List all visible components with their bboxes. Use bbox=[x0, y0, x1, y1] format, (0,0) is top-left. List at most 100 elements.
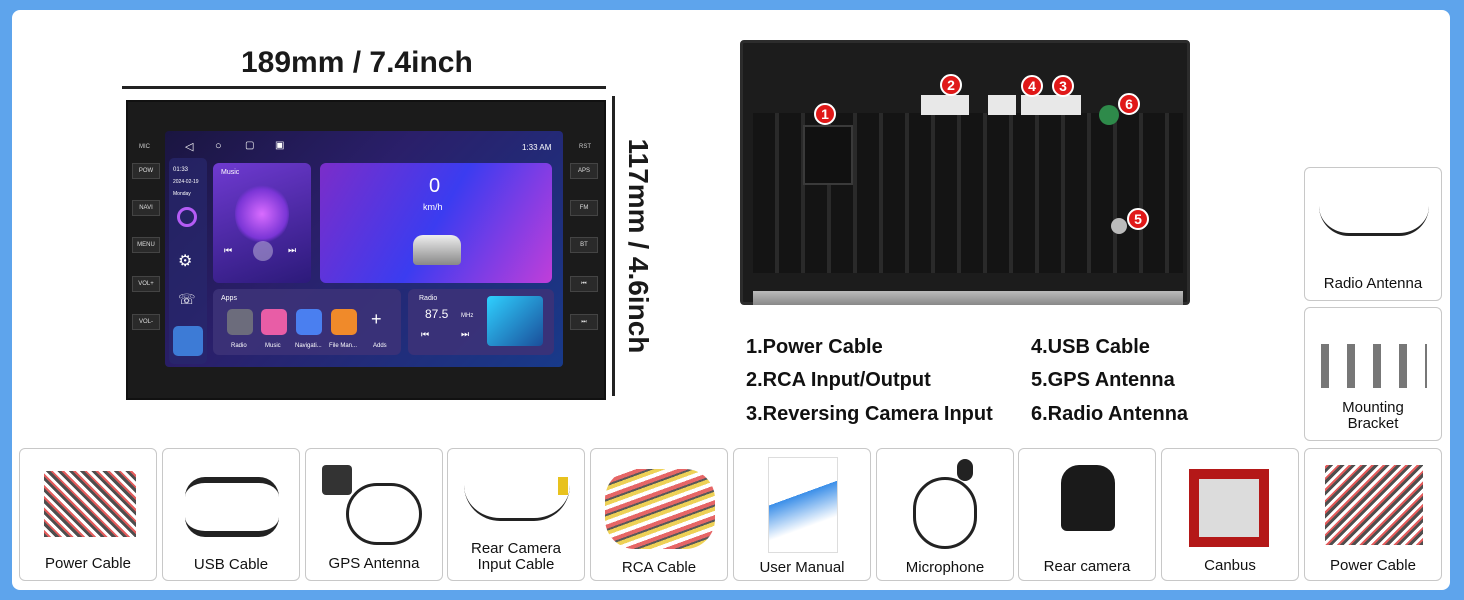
user-manual-image bbox=[768, 457, 838, 553]
accessory-label-power-cable-2: Power Cable bbox=[1330, 557, 1416, 574]
accessory-card-gps-antenna: GPS Antenna bbox=[305, 448, 443, 581]
music-app-icon[interactable] bbox=[261, 309, 287, 335]
microphone-image bbox=[957, 459, 973, 481]
camera-connector bbox=[1021, 95, 1081, 115]
port-badge-4: 4 bbox=[1021, 75, 1043, 97]
rear-camera-image bbox=[1061, 465, 1115, 531]
width-dimension-label: 189mm / 7.4inch bbox=[241, 46, 473, 79]
port-badge-5: 5 bbox=[1127, 208, 1149, 230]
radio-next-icon[interactable]: ⏭ bbox=[461, 329, 470, 339]
app-label-navigation: Navigati... bbox=[295, 343, 322, 349]
port-badge-6: 6 bbox=[1118, 93, 1140, 115]
legend-rca: 2.RCA Input/Output bbox=[746, 369, 931, 391]
gps-antenna-image bbox=[322, 465, 352, 495]
speed-unit: km/h bbox=[423, 202, 443, 212]
radio-visual bbox=[487, 296, 543, 346]
add-app-icon[interactable]: + bbox=[371, 309, 382, 329]
gps-port bbox=[1111, 218, 1127, 234]
side-date: 2024-02-19 bbox=[173, 179, 199, 185]
accessory-label-rear-camera-input-cable: Rear Camera Input Cable bbox=[470, 540, 562, 573]
accessory-label-gps-antenna: GPS Antenna bbox=[328, 555, 420, 572]
back-icon[interactable]: ◁ bbox=[185, 141, 194, 153]
accessory-card-rca-cable: RCA Cable bbox=[590, 448, 728, 581]
accessory-card-mounting-bracket: Mounting Bracket bbox=[1304, 307, 1442, 441]
accessory-label-user-manual: User Manual bbox=[759, 559, 845, 576]
power-cable-image bbox=[44, 471, 136, 537]
navigation-app-icon[interactable] bbox=[296, 309, 322, 335]
rear-bottom-plate bbox=[753, 291, 1183, 305]
app-label-radio: Radio bbox=[231, 343, 247, 349]
usb-cable-image bbox=[185, 477, 279, 537]
radio-antenna-image bbox=[1319, 206, 1429, 236]
microphone-cable-image bbox=[913, 477, 977, 549]
power-connector bbox=[803, 125, 853, 185]
legend-radio-antenna: 6.Radio Antenna bbox=[1031, 403, 1189, 425]
accessory-card-rear-camera-input-cable: Rear Camera Input Cable bbox=[447, 448, 585, 581]
yellow-rca-plug bbox=[558, 477, 568, 495]
port-badge-3: 3 bbox=[1052, 75, 1074, 97]
accessory-card-usb-cable: USB Cable bbox=[162, 448, 300, 581]
prev-track-button[interactable]: ⏮ bbox=[570, 276, 598, 292]
music-title: Music bbox=[221, 169, 240, 176]
height-dimension-label: 117mm / 4.6inch bbox=[623, 138, 654, 354]
accessory-card-power-cable-2: Power Cable bbox=[1304, 448, 1442, 581]
fm-button[interactable]: FM bbox=[570, 200, 598, 216]
music-next-icon[interactable]: ⏭ bbox=[288, 245, 297, 255]
accessory-card-microphone: Microphone bbox=[876, 448, 1014, 581]
screenshot-icon[interactable]: ▣ bbox=[275, 140, 285, 151]
home-icon[interactable]: ○ bbox=[215, 140, 222, 152]
music-prev-icon[interactable]: ⏮ bbox=[224, 245, 233, 255]
height-dimension-line bbox=[612, 96, 615, 396]
radio-prev-icon[interactable]: ⏮ bbox=[421, 329, 430, 339]
guitar-art bbox=[235, 183, 289, 245]
radio-app-icon[interactable] bbox=[227, 309, 253, 335]
map-icon[interactable] bbox=[173, 326, 203, 356]
accessory-card-user-manual: User Manual bbox=[733, 448, 871, 581]
accessory-label-canbus: Canbus bbox=[1204, 557, 1256, 574]
accessory-card-power-cable: Power Cable bbox=[19, 448, 157, 581]
radio-title: Radio bbox=[419, 295, 438, 302]
accessory-card-radio-antenna: Radio Antenna bbox=[1304, 167, 1442, 301]
side-day: Monday bbox=[173, 191, 191, 197]
camera-input-cable-image bbox=[464, 485, 570, 521]
navi-button[interactable]: NAVI bbox=[132, 200, 160, 216]
rst-label: RST bbox=[579, 144, 591, 150]
radio-antenna-port bbox=[1099, 105, 1119, 125]
accessory-card-rear-camera: Rear camera bbox=[1018, 448, 1156, 581]
speed-value: 0 bbox=[429, 175, 441, 197]
width-dimension-line bbox=[122, 86, 606, 89]
rca-cable-image bbox=[605, 469, 715, 549]
accessory-label-microphone: Microphone bbox=[905, 559, 985, 576]
assistant-icon[interactable] bbox=[177, 207, 197, 227]
accessory-label-rear-camera: Rear camera bbox=[1043, 558, 1131, 575]
legend-gps: 5.GPS Antenna bbox=[1031, 369, 1175, 391]
aps-button[interactable]: APS bbox=[570, 163, 598, 179]
accessory-label-radio-antenna: Radio Antenna bbox=[1323, 275, 1423, 292]
head-unit-rear bbox=[740, 40, 1190, 305]
mic-label: MIC bbox=[139, 144, 150, 150]
menu-button[interactable]: MENU bbox=[132, 237, 160, 253]
accessory-card-canbus: Canbus bbox=[1161, 448, 1299, 581]
accessory-label-power-cable-1: Power Cable bbox=[45, 555, 131, 572]
file-manager-app-icon[interactable] bbox=[331, 309, 357, 335]
app-label-music: Music bbox=[265, 343, 281, 349]
app-label-file-manager: File Man... bbox=[329, 343, 358, 349]
usb-connector bbox=[988, 95, 1016, 115]
canbus-image bbox=[1189, 469, 1269, 547]
legend-reversing-camera: 3.Reversing Camera Input bbox=[746, 403, 993, 425]
vol-up-button[interactable]: VOL+ bbox=[132, 276, 160, 292]
music-play-icon[interactable] bbox=[253, 241, 273, 261]
next-track-button[interactable]: ⏭ bbox=[570, 314, 598, 330]
vol-down-button[interactable]: VOL- bbox=[132, 314, 160, 330]
mounting-bracket-image bbox=[1321, 344, 1427, 388]
side-clock: 01:33 bbox=[173, 167, 189, 173]
gps-cable-image bbox=[346, 483, 422, 545]
bt-button[interactable]: BT bbox=[570, 237, 598, 253]
phone-icon[interactable]: ☏ bbox=[178, 291, 196, 307]
radio-unit: MHz bbox=[461, 313, 474, 319]
rca-connector bbox=[921, 95, 969, 115]
port-badge-1: 1 bbox=[814, 103, 836, 125]
pow-button[interactable]: POW bbox=[132, 163, 160, 179]
settings-icon[interactable]: ⚙ bbox=[178, 253, 193, 270]
recents-icon[interactable]: ▢ bbox=[245, 140, 255, 151]
